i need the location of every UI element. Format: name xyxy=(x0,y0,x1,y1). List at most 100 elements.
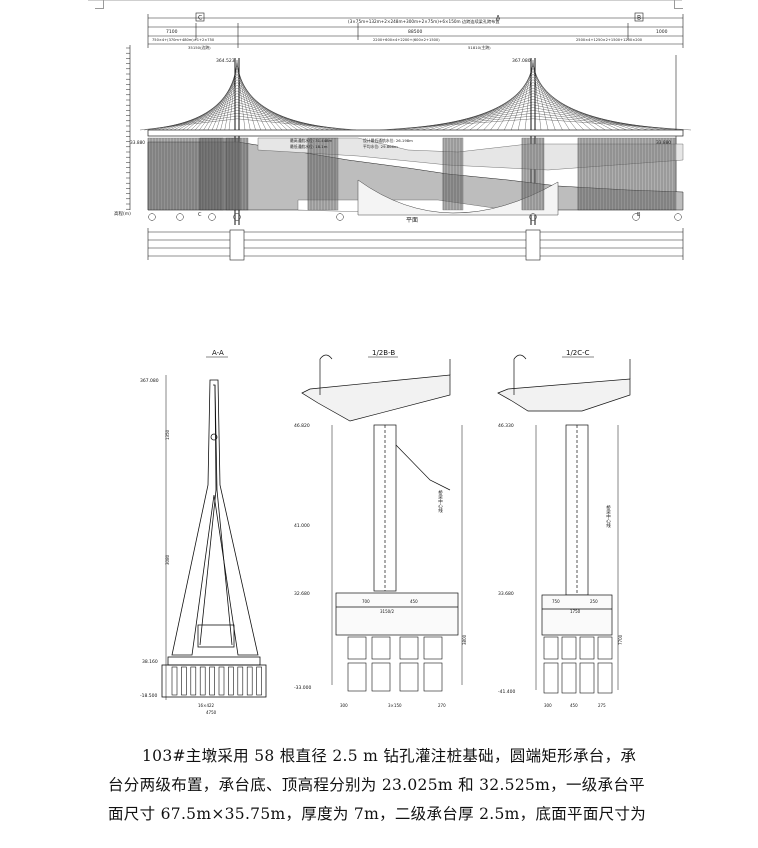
cc-pier xyxy=(541,424,613,636)
stay-cable xyxy=(207,73,238,131)
sub-dim-3: 2500×4+1250×2+1500+1200×200 xyxy=(576,38,643,42)
tower-aa-outline xyxy=(161,379,267,698)
bb-top-elev: 46.820 xyxy=(294,423,310,429)
tower1-elevation: 364.523 xyxy=(216,58,235,64)
page-corner-marker xyxy=(95,0,104,9)
stay-cable xyxy=(532,99,642,131)
pile xyxy=(228,666,234,696)
aa-dim-4: 16×422 xyxy=(198,703,215,708)
pile-bottom xyxy=(347,662,367,692)
stay-cable xyxy=(178,93,238,131)
pile-group xyxy=(521,137,545,211)
cc-piles xyxy=(543,636,613,694)
aa-bottom-elev: -18.500 xyxy=(140,693,158,699)
section-marker-c-bottom: C xyxy=(198,212,202,218)
cc-dim-2: 450 xyxy=(570,703,578,708)
aa-cap-elev: 38.160 xyxy=(142,659,158,665)
level-right: 33.880 xyxy=(656,140,671,146)
pile-bottom xyxy=(371,662,391,692)
bb-mid-elev: 41.000 xyxy=(294,523,310,529)
aa-dim-1: 1350 xyxy=(165,429,170,440)
bb-cap-dim-3: 3150/2 xyxy=(380,609,395,614)
nav-level-2: 最低通航水位: 18.1m xyxy=(290,144,328,149)
pile-bottom xyxy=(543,662,559,694)
stay-cable xyxy=(173,96,238,131)
pile-top xyxy=(347,636,367,660)
nav-level-1: 最高通航水位: 31.448m xyxy=(290,138,333,143)
bb-deck-section xyxy=(301,354,451,422)
top-dim-2: 88500 xyxy=(408,29,422,35)
pile xyxy=(199,666,206,696)
lower-stratum xyxy=(357,179,559,216)
pile-bottom xyxy=(561,662,577,694)
cc-cap-dim-3: 1750 xyxy=(570,609,581,614)
pile-top xyxy=(543,636,559,660)
sub-dim-1: 750×4+(370m+480m)×1+2×750 xyxy=(152,38,215,42)
section-marker-c-top: C xyxy=(198,15,202,22)
cc-dim-3: 275 xyxy=(598,703,606,708)
bridge-deck xyxy=(147,129,684,137)
aa-dim-2: 3080 xyxy=(165,554,170,565)
cc-center-label: 桥梁中心线 xyxy=(606,504,611,528)
sub-dim2-2: 51810(主跨) xyxy=(468,45,491,50)
pier-marker-circle xyxy=(336,213,344,221)
pile-foundations xyxy=(147,137,677,211)
stay-cable xyxy=(421,101,534,131)
pile-group xyxy=(577,137,677,211)
bridge-elevation-drawing: (3×75m+132m+2×248m+300m+2×75m)+6×150m 边跨… xyxy=(114,12,692,261)
sub-dim2-1: 35150(边跨) xyxy=(188,45,211,50)
pier-marker-circle xyxy=(632,213,640,221)
stay-cable xyxy=(169,99,238,131)
stay-cable xyxy=(236,73,272,131)
page-top-rule xyxy=(88,0,682,1)
stay-cable xyxy=(236,76,277,131)
body-paragraph: 103#主墩采用 58 根直径 2.5 m 钻孔灌注桩基础，圆端矩形承台，承 台… xyxy=(108,742,708,829)
pile-bottom xyxy=(399,662,419,692)
cc-depth: 7700 xyxy=(618,634,623,645)
cc-dim-1: 300 xyxy=(544,703,552,708)
stay-cables xyxy=(139,59,692,131)
bb-pier xyxy=(335,424,459,636)
page-corner-marker xyxy=(674,0,683,9)
section-aa-drawing: A-A 367.080 38.160 -18.500 1350 3080 16×… xyxy=(140,349,267,715)
paragraph-line-1: 103#主墩采用 58 根直径 2.5 m 钻孔灌注桩基础，圆端矩形承台，承 xyxy=(142,747,637,765)
pile-group xyxy=(225,137,249,211)
pile xyxy=(181,666,187,696)
stay-cable xyxy=(236,96,314,131)
stay-cable xyxy=(236,82,288,131)
bb-cap-elev: 32.680 xyxy=(294,591,310,597)
bb-center-label: 桥梁中心线 xyxy=(438,489,443,513)
scale-ticks xyxy=(126,47,130,210)
cc-cap-dim-2: 250 xyxy=(590,599,598,604)
cc-deck-section xyxy=(497,354,631,412)
dimension-lines xyxy=(147,14,684,48)
top-note: (3×75m+132m+2×248m+300m+2×75m)+6×150m 边跨… xyxy=(348,18,500,25)
pile-top xyxy=(423,636,443,660)
top-dim-3: 1000 xyxy=(656,29,668,35)
tower2-elevation: 367.080 xyxy=(512,58,531,64)
stay-cable xyxy=(532,104,656,131)
stay-cable xyxy=(442,93,534,131)
cc-top-elev: 46.330 xyxy=(498,423,514,429)
stay-cable xyxy=(236,101,325,131)
nav-level-4: 平均水位: 29.866m xyxy=(363,144,398,149)
pier-marker-circle xyxy=(233,213,241,221)
stay-cable xyxy=(236,104,330,131)
pile xyxy=(190,666,197,696)
pile-top xyxy=(561,636,577,660)
pile-bottom xyxy=(597,662,613,694)
stay-cable xyxy=(236,79,283,131)
aa-piles xyxy=(171,666,262,696)
stay-cable xyxy=(203,76,238,131)
pile-bottom xyxy=(423,662,443,692)
bb-piles xyxy=(347,636,443,692)
section-bb-title: 1/2B-B xyxy=(372,349,395,357)
stay-cable xyxy=(435,96,534,131)
section-markers: C B A xyxy=(195,12,644,22)
stay-cable xyxy=(236,71,267,131)
stay-cable xyxy=(532,118,692,131)
cc-cap-elev: 33.680 xyxy=(498,591,514,597)
water-zone xyxy=(257,137,684,171)
stay-cable xyxy=(414,104,534,131)
stay-cable xyxy=(524,59,534,131)
